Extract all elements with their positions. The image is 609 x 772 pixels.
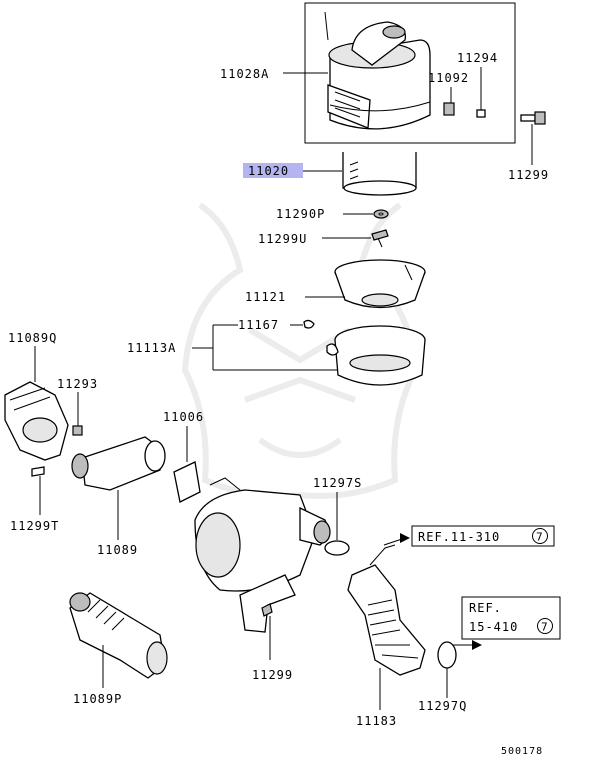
- ref1-text: REF.11-310: [418, 530, 500, 544]
- ref2-line1: REF.: [469, 601, 502, 615]
- air-cleaner-cover: [324, 11, 431, 130]
- gasket-11006: [173, 426, 201, 503]
- bolt-11299T: [31, 466, 45, 515]
- air-duct-11089Q: [4, 346, 69, 461]
- air-duct-11089: [71, 436, 166, 540]
- label-11121[interactable]: 11121: [245, 290, 286, 304]
- clip-11167: [290, 319, 315, 329]
- label-11020[interactable]: 11020: [248, 164, 289, 178]
- label-11028A[interactable]: 11028A: [220, 67, 269, 81]
- label-11299U[interactable]: 11299U: [258, 232, 307, 246]
- label-11293[interactable]: 11293: [57, 377, 98, 391]
- label-11297S[interactable]: 11297S: [313, 476, 362, 490]
- label-11167[interactable]: 11167: [238, 318, 279, 332]
- label-11299T[interactable]: 11299T: [10, 519, 59, 533]
- ref2-num: 7: [541, 621, 548, 634]
- filter-element: [342, 152, 417, 196]
- label-11089[interactable]: 11089: [97, 543, 138, 557]
- clamp-11297S: [324, 492, 350, 556]
- ref-callout-2[interactable]: REF. 15-410 7: [453, 596, 561, 650]
- label-11006[interactable]: 11006: [163, 410, 204, 424]
- label-11297Q[interactable]: 11297Q: [418, 699, 467, 713]
- label-11299-top[interactable]: 11299: [508, 168, 549, 182]
- nut-11293: [72, 392, 83, 436]
- clamp-11297Q: [437, 641, 457, 698]
- highlight-box-11020: [243, 163, 303, 178]
- label-11183[interactable]: 11183: [356, 714, 397, 728]
- label-11089P[interactable]: 11089P: [73, 692, 122, 706]
- resonator-housing: [194, 477, 331, 633]
- label-11113A[interactable]: 11113A: [127, 341, 176, 355]
- bolt-11299-top: [520, 111, 546, 165]
- label-11290P[interactable]: 11290P: [276, 207, 325, 221]
- ref-callout-1[interactable]: REF.11-310 7: [383, 525, 555, 547]
- bolt-11299U: [322, 229, 389, 248]
- diagram-id: 500178: [501, 746, 543, 757]
- label-11092[interactable]: 11092: [428, 71, 469, 85]
- intake-hose-11183: [347, 544, 426, 710]
- bracket-11113A: [192, 324, 338, 371]
- air-duct-11089P: [69, 592, 168, 688]
- lower-case-11113A: [326, 325, 426, 386]
- clip-11092: [443, 102, 455, 116]
- watermark-emblem: [181, 202, 419, 499]
- ref2-line2: 15-410: [469, 620, 518, 634]
- label-11299-bottom[interactable]: 11299: [252, 668, 293, 682]
- grommet-11294: [476, 67, 486, 118]
- label-11089Q[interactable]: 11089Q: [8, 331, 57, 345]
- washer-11290P: [343, 209, 389, 219]
- bolt-11299-bottom: [261, 603, 273, 660]
- air-cleaner-case: [334, 259, 426, 309]
- ref1-num: 7: [536, 531, 543, 544]
- label-11294[interactable]: 11294: [457, 51, 498, 65]
